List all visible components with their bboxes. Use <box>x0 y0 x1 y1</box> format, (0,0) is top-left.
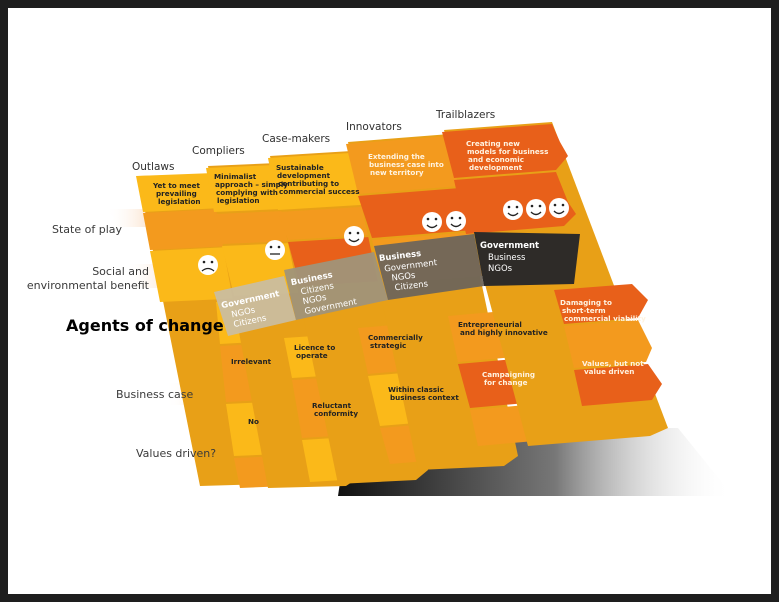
svg-text:approach – simply: approach – simply <box>215 180 288 189</box>
svg-text:operate: operate <box>296 351 328 360</box>
happy-face-icon <box>446 211 466 231</box>
happy-face-icon <box>422 212 442 232</box>
neutral-face-icon <box>265 240 285 260</box>
agents-band-text-4: Government Business NGOs <box>480 241 539 274</box>
svg-text:Entrepreneurial: Entrepreneurial <box>458 320 522 329</box>
cell-business-outlaws: Irrelevant <box>231 357 272 366</box>
svg-text:Within classic: Within classic <box>388 385 444 394</box>
svg-text:Sustainable: Sustainable <box>276 163 324 172</box>
column-header-compliers: Compliers <box>192 145 245 157</box>
cell-business-compliers: Licence to operate <box>294 343 335 360</box>
row-label-values-driven: Values driven? <box>136 447 216 460</box>
svg-text:Business: Business <box>488 253 526 263</box>
sad-face-icon <box>198 255 218 275</box>
happy-face-icon <box>549 198 569 218</box>
svg-text:NGOs: NGOs <box>302 293 328 308</box>
svg-text:for change: for change <box>484 378 528 387</box>
diagram-frame: Outlaws Compliers Case-makers Innovators… <box>8 8 771 594</box>
svg-text:Damaging to: Damaging to <box>560 298 612 307</box>
cell-values-trailblazers: Values, but not value driven <box>582 359 644 376</box>
row-label-social-2: environmental benefit <box>27 279 150 292</box>
svg-text:Licence to: Licence to <box>294 343 335 352</box>
agents-band-text-3: Business Government NGOs Citizens <box>378 249 438 293</box>
happy-face-icon <box>503 200 523 220</box>
svg-text:new territory: new territory <box>370 168 424 177</box>
svg-text:Creating new: Creating new <box>466 139 520 148</box>
corporate-responsibility-diagram: Outlaws Compliers Case-makers Innovators… <box>27 109 733 496</box>
svg-text:development: development <box>469 163 523 172</box>
svg-text:commercial viability: commercial viability <box>564 314 646 323</box>
svg-text:legislation: legislation <box>217 196 260 205</box>
svg-text:business context: business context <box>390 393 459 402</box>
svg-text:short-term: short-term <box>562 306 606 315</box>
agents-band-3 <box>374 234 484 300</box>
svg-text:NGOs: NGOs <box>488 264 513 274</box>
cell-state-innovators: Extending the business case into new ter… <box>368 152 444 177</box>
svg-text:Extending the: Extending the <box>368 152 425 161</box>
column-header-case-makers: Case-makers <box>262 133 330 145</box>
row-label-agents-of-change: Agents of change <box>66 316 224 335</box>
svg-text:Citizens: Citizens <box>394 279 429 293</box>
svg-text:Government: Government <box>480 241 539 251</box>
svg-text:legislation: legislation <box>158 197 201 206</box>
cell-values-compliers: Reluctant conformity <box>312 401 358 418</box>
row-label-social-1: Social and <box>92 265 149 278</box>
svg-text:conformity: conformity <box>314 409 358 418</box>
svg-text:and highly innovative: and highly innovative <box>460 328 548 337</box>
svg-text:business case into: business case into <box>369 160 444 169</box>
svg-text:Reluctant: Reluctant <box>312 401 352 410</box>
svg-text:prevailing: prevailing <box>156 189 197 198</box>
cell-values-case-makers: Within classic business context <box>388 385 459 402</box>
svg-text:Minimalist: Minimalist <box>214 172 257 181</box>
agents-band-4 <box>474 232 580 286</box>
svg-text:Commercially: Commercially <box>368 333 423 342</box>
svg-text:Values, but not: Values, but not <box>582 359 644 368</box>
column-header-outlaws: Outlaws <box>132 161 174 173</box>
svg-text:strategic: strategic <box>370 341 406 350</box>
agents-band <box>214 232 580 336</box>
column-header-innovators: Innovators <box>346 121 402 133</box>
svg-text:Campaigning: Campaigning <box>482 370 535 379</box>
cell-business-innovators: Entrepreneurial and highly innovative <box>458 320 548 337</box>
svg-text:complying with: complying with <box>216 188 278 197</box>
svg-text:NGOs: NGOs <box>391 271 417 284</box>
svg-text:Yet to meet: Yet to meet <box>152 181 200 190</box>
cell-state-trailblazers: Creating new models for business and eco… <box>466 139 548 172</box>
cell-values-outlaws: No <box>248 417 259 426</box>
cell-values-innovators: Campaigning for change <box>482 370 535 387</box>
agents-band-2 <box>284 252 388 320</box>
cell-business-case-makers: Commercially strategic <box>368 333 423 350</box>
svg-text:and economic: and economic <box>468 155 524 164</box>
row-label-business-case: Business case <box>116 388 194 401</box>
column-header-trailblazers: Trailblazers <box>435 109 495 121</box>
svg-text:value driven: value driven <box>584 367 634 376</box>
cell-state-outlaws: Yet to meet prevailing legislation <box>152 181 201 206</box>
svg-text:models for business: models for business <box>467 147 548 156</box>
happy-face-icon <box>526 199 546 219</box>
row-label-state-of-play: State of play <box>52 223 122 236</box>
cell-business-trailblazers: Damaging to short-term commercial viabil… <box>560 298 646 323</box>
cell-state-compliers: Minimalist approach – simply complying w… <box>214 172 288 205</box>
svg-text:contributing to: contributing to <box>278 179 339 188</box>
cell-state-case-makers: Sustainable development contributing to … <box>276 163 359 196</box>
agents-band-1 <box>214 276 296 336</box>
happy-face-icon <box>344 226 364 246</box>
svg-text:commercial success: commercial success <box>279 187 359 196</box>
svg-text:development: development <box>277 171 331 180</box>
